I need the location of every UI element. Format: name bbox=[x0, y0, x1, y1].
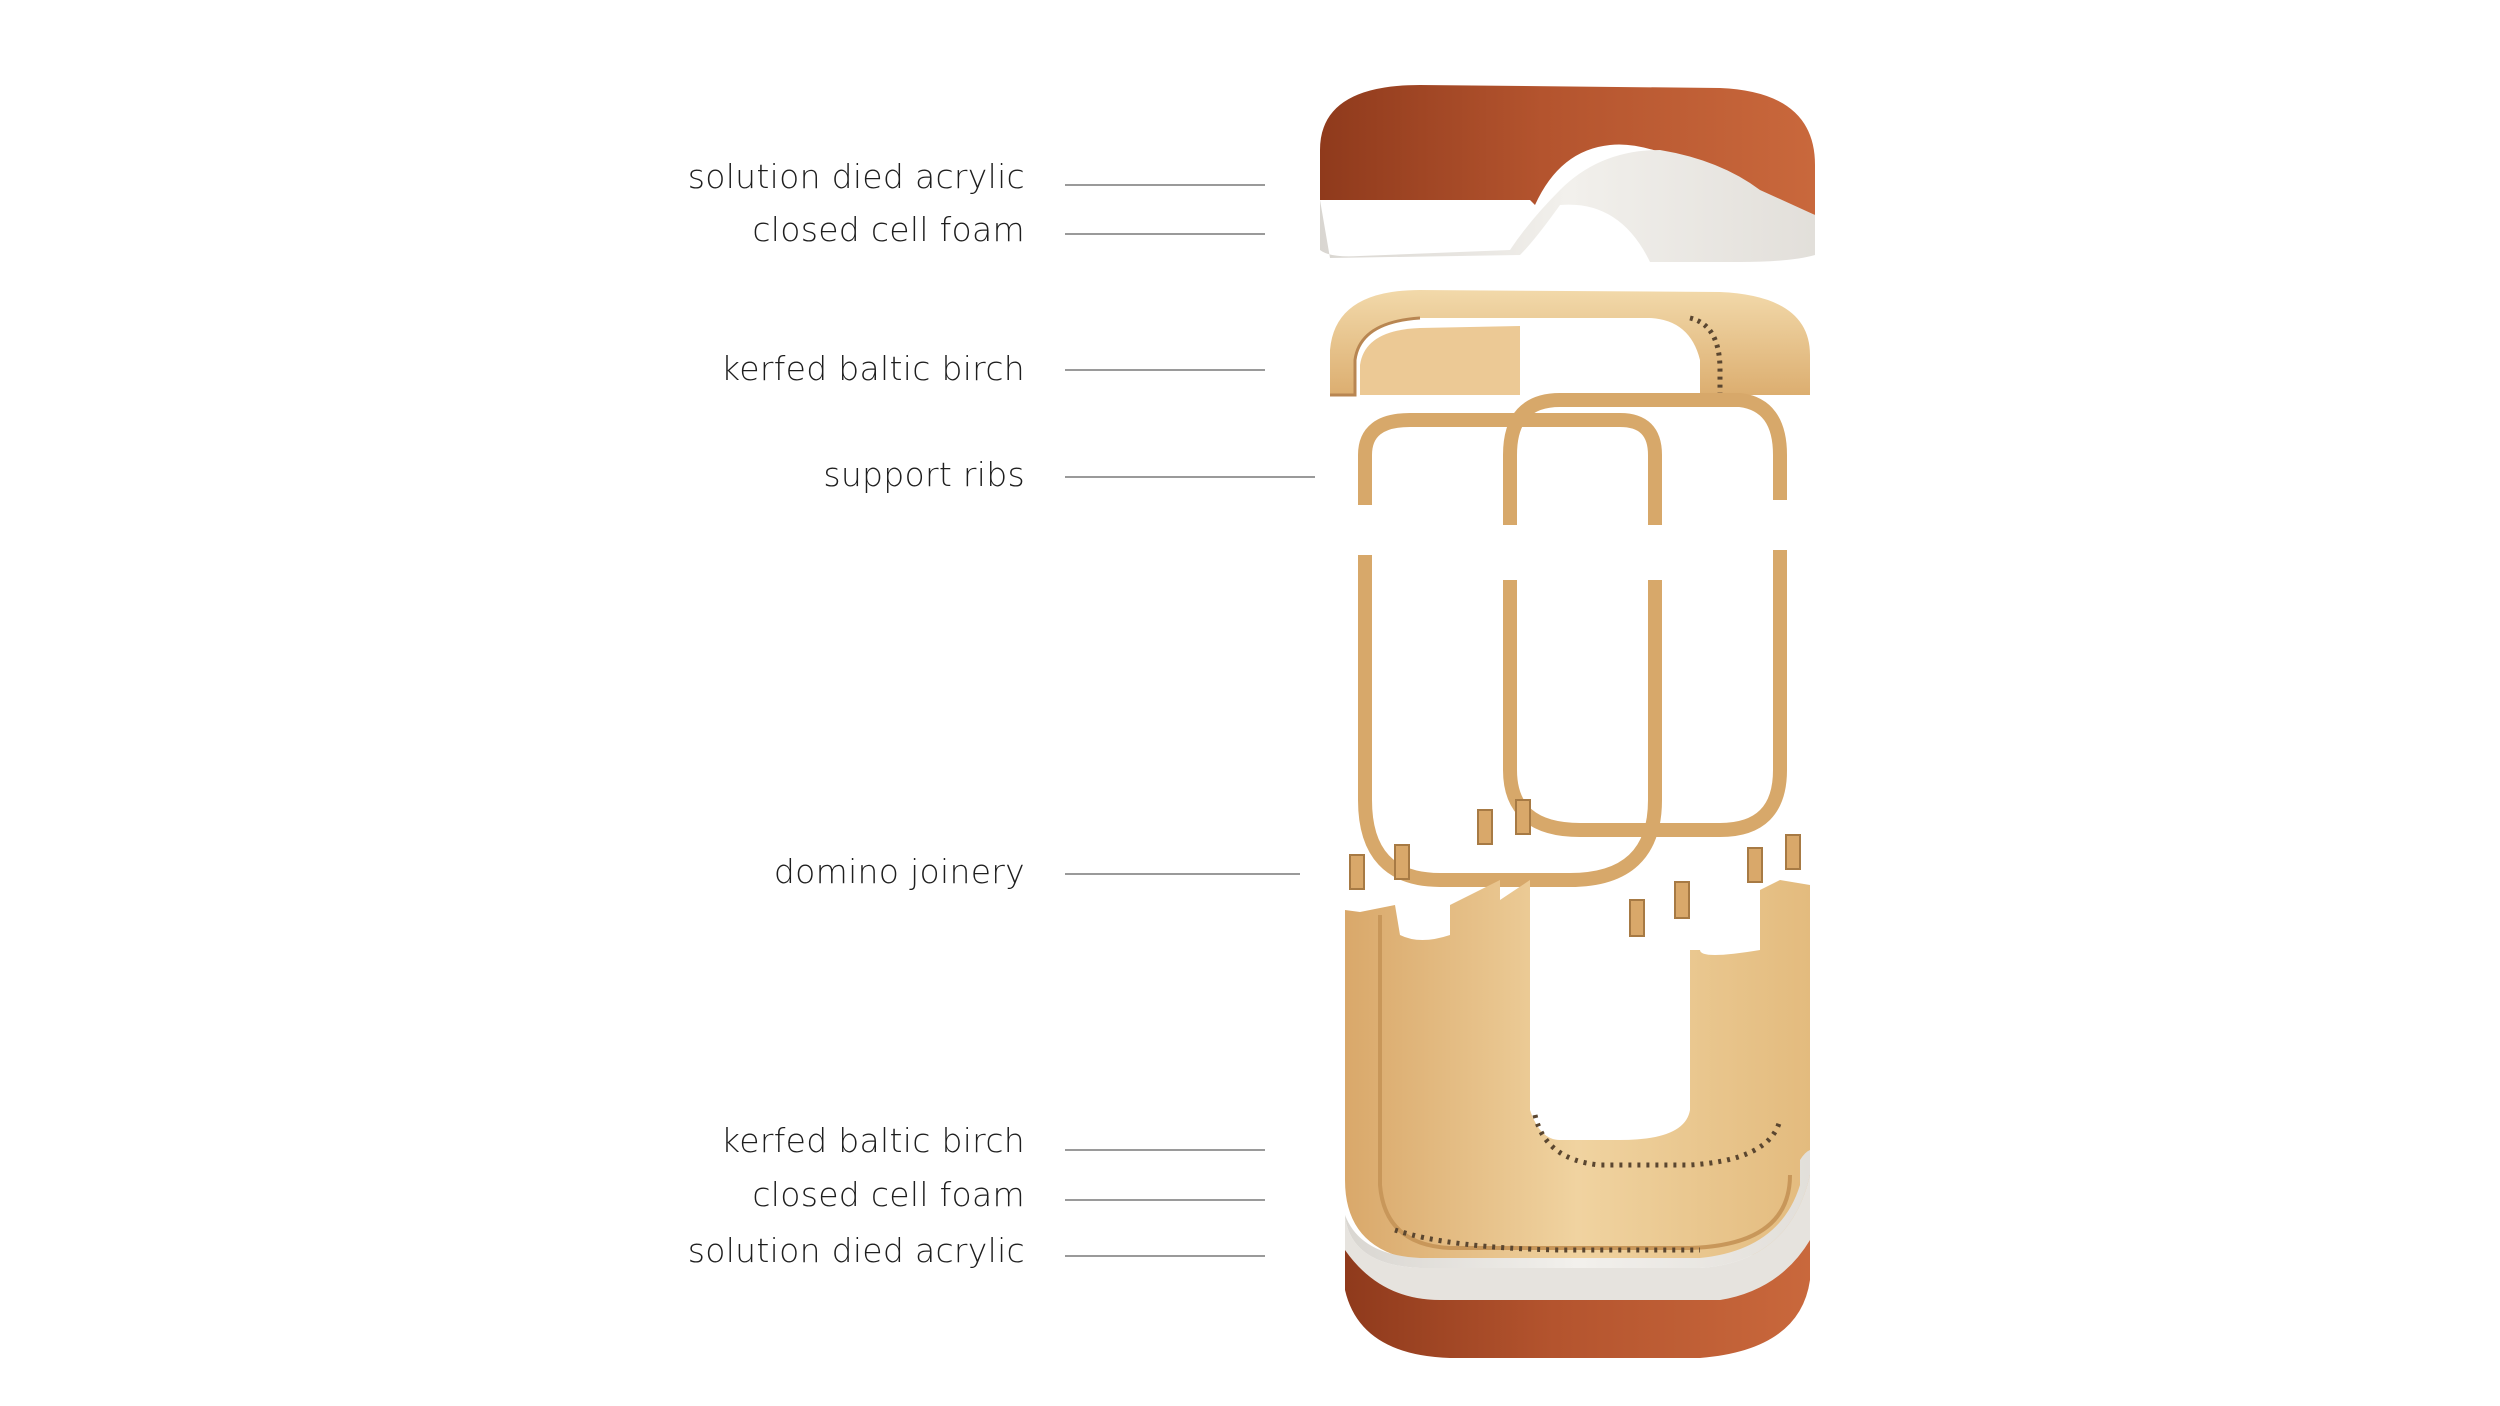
label-top-birch: kerfed baltic birch bbox=[721, 349, 1025, 388]
top-birch-shell bbox=[1330, 290, 1810, 405]
label-support-ribs: support ribs bbox=[823, 455, 1025, 494]
top-foam-layer bbox=[1320, 150, 1815, 262]
leader-top-acrylic bbox=[1065, 184, 1265, 186]
label-top-foam: closed cell foam bbox=[752, 210, 1025, 249]
leader-top-foam bbox=[1065, 233, 1265, 235]
top-acrylic-layer bbox=[1320, 85, 1815, 215]
leader-support-ribs bbox=[1065, 476, 1315, 478]
support-ribs bbox=[1358, 393, 1787, 887]
leader-bottom-acrylic bbox=[1065, 1255, 1265, 1257]
label-domino-joinery: domino joinery bbox=[773, 852, 1025, 891]
label-bottom-birch: kerfed baltic birch bbox=[721, 1121, 1025, 1160]
bottom-foam-layer bbox=[1345, 1150, 1810, 1300]
domino-tenons bbox=[1349, 799, 1801, 937]
bottom-birch-shell bbox=[1345, 880, 1810, 1262]
label-top-acrylic: solution died acrylic bbox=[687, 157, 1025, 196]
leader-domino-joinery bbox=[1065, 873, 1300, 875]
bottom-acrylic-layer bbox=[1345, 1240, 1810, 1358]
leader-bottom-foam bbox=[1065, 1199, 1265, 1201]
label-bottom-acrylic: solution died acrylic bbox=[687, 1231, 1025, 1270]
label-bottom-foam: closed cell foam bbox=[752, 1175, 1025, 1214]
leader-bottom-birch bbox=[1065, 1149, 1265, 1151]
leader-top-birch bbox=[1065, 369, 1265, 371]
